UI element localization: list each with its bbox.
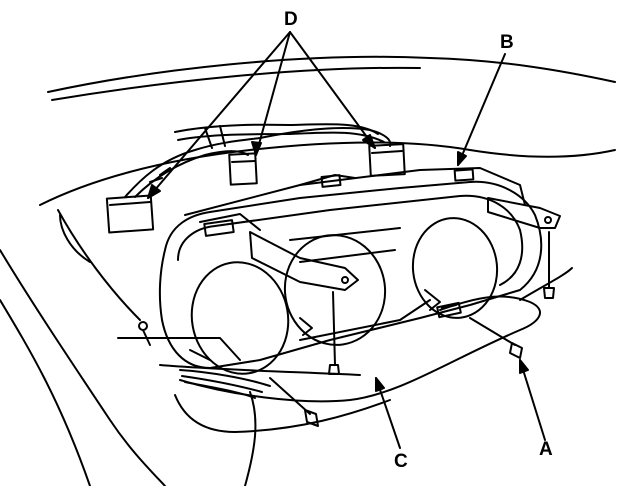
- connectors-and-harness: [107, 124, 405, 398]
- lower-trim-panel: [175, 268, 572, 432]
- callout-label-a: A: [539, 439, 553, 460]
- right-mounting-bracket: [488, 198, 560, 228]
- leader-arrows: [148, 32, 545, 448]
- callout-label-b: B: [500, 32, 514, 53]
- screws: [139, 232, 554, 426]
- clip-a: [437, 303, 461, 317]
- callout-label-d: D: [284, 9, 298, 30]
- gauge-faces: [183, 214, 502, 382]
- left-mounting-bracket: [250, 232, 358, 290]
- callout-label-c: C: [394, 451, 408, 472]
- cluster-housing: [160, 168, 541, 368]
